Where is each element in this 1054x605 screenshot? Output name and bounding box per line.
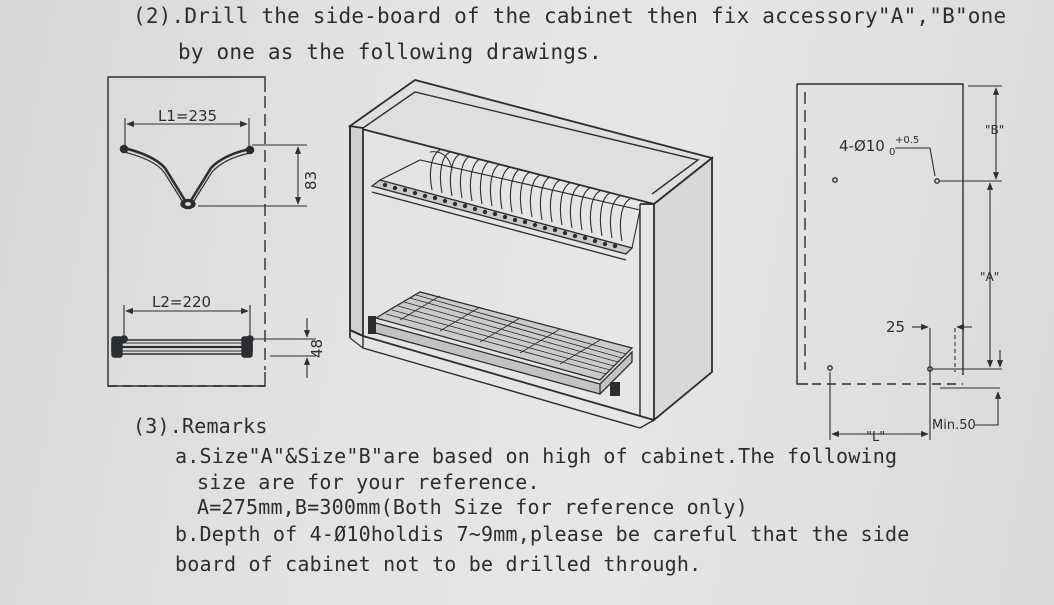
l1-label: L1=235 xyxy=(158,107,217,125)
remarks-title: (3).Remarks xyxy=(133,414,268,438)
left-board-outline xyxy=(107,76,266,387)
lower-tray-slats xyxy=(385,294,627,375)
l2-label: L2=220 xyxy=(152,293,211,311)
hole-upper-left xyxy=(832,177,838,183)
label-l: "L" xyxy=(866,430,885,445)
cabinet-isometric-drawing xyxy=(347,79,714,429)
hole-spec-label: 4-Ø10 xyxy=(839,137,885,155)
accessory-b-rail xyxy=(111,335,254,358)
hole-tolerance-upper: +0.5 xyxy=(895,135,919,146)
remark-a-line2: size are for your reference. xyxy=(197,470,540,494)
remark-b-line2: board of cabinet not to be drilled throu… xyxy=(175,552,702,576)
hole-lower-left xyxy=(827,365,833,371)
lower-drip-tray xyxy=(371,291,634,395)
dimension-25-label: 25 xyxy=(886,318,905,336)
cabinet-left-panel xyxy=(349,124,364,338)
step2-instruction-line1: (2).Drill the side-board of the cabinet … xyxy=(133,4,1007,28)
label-a: "A" xyxy=(980,270,999,284)
right-side-board-drawing xyxy=(796,83,1004,440)
upper-rack-beads xyxy=(382,182,618,249)
upper-rack-wires xyxy=(429,149,631,242)
hole-upper-right xyxy=(934,178,940,184)
cabinet-right-panel xyxy=(653,156,713,422)
right-board-outline xyxy=(797,83,964,375)
min-50-label: Min.50 xyxy=(932,418,976,433)
accessory-a-wire xyxy=(123,146,251,203)
remark-b-line1: b.Depth of 4-Ø10holdis 7~9mm,please be c… xyxy=(175,522,910,546)
remark-a-line1: a.Size"A"&Size"B"are based on high of ca… xyxy=(175,444,898,468)
left-side-board-drawing xyxy=(107,76,316,387)
hole-tolerance-lower: 0 xyxy=(889,147,895,158)
remark-a-line3: A=275mm,B=300mm(Both Size for reference … xyxy=(197,495,748,519)
label-b: "B" xyxy=(985,123,1004,137)
step2-instruction-line2: by one as the following drawings. xyxy=(178,40,602,64)
dimension-83-label: 83 xyxy=(302,171,320,190)
dimension-48-label: 48 xyxy=(308,339,326,358)
